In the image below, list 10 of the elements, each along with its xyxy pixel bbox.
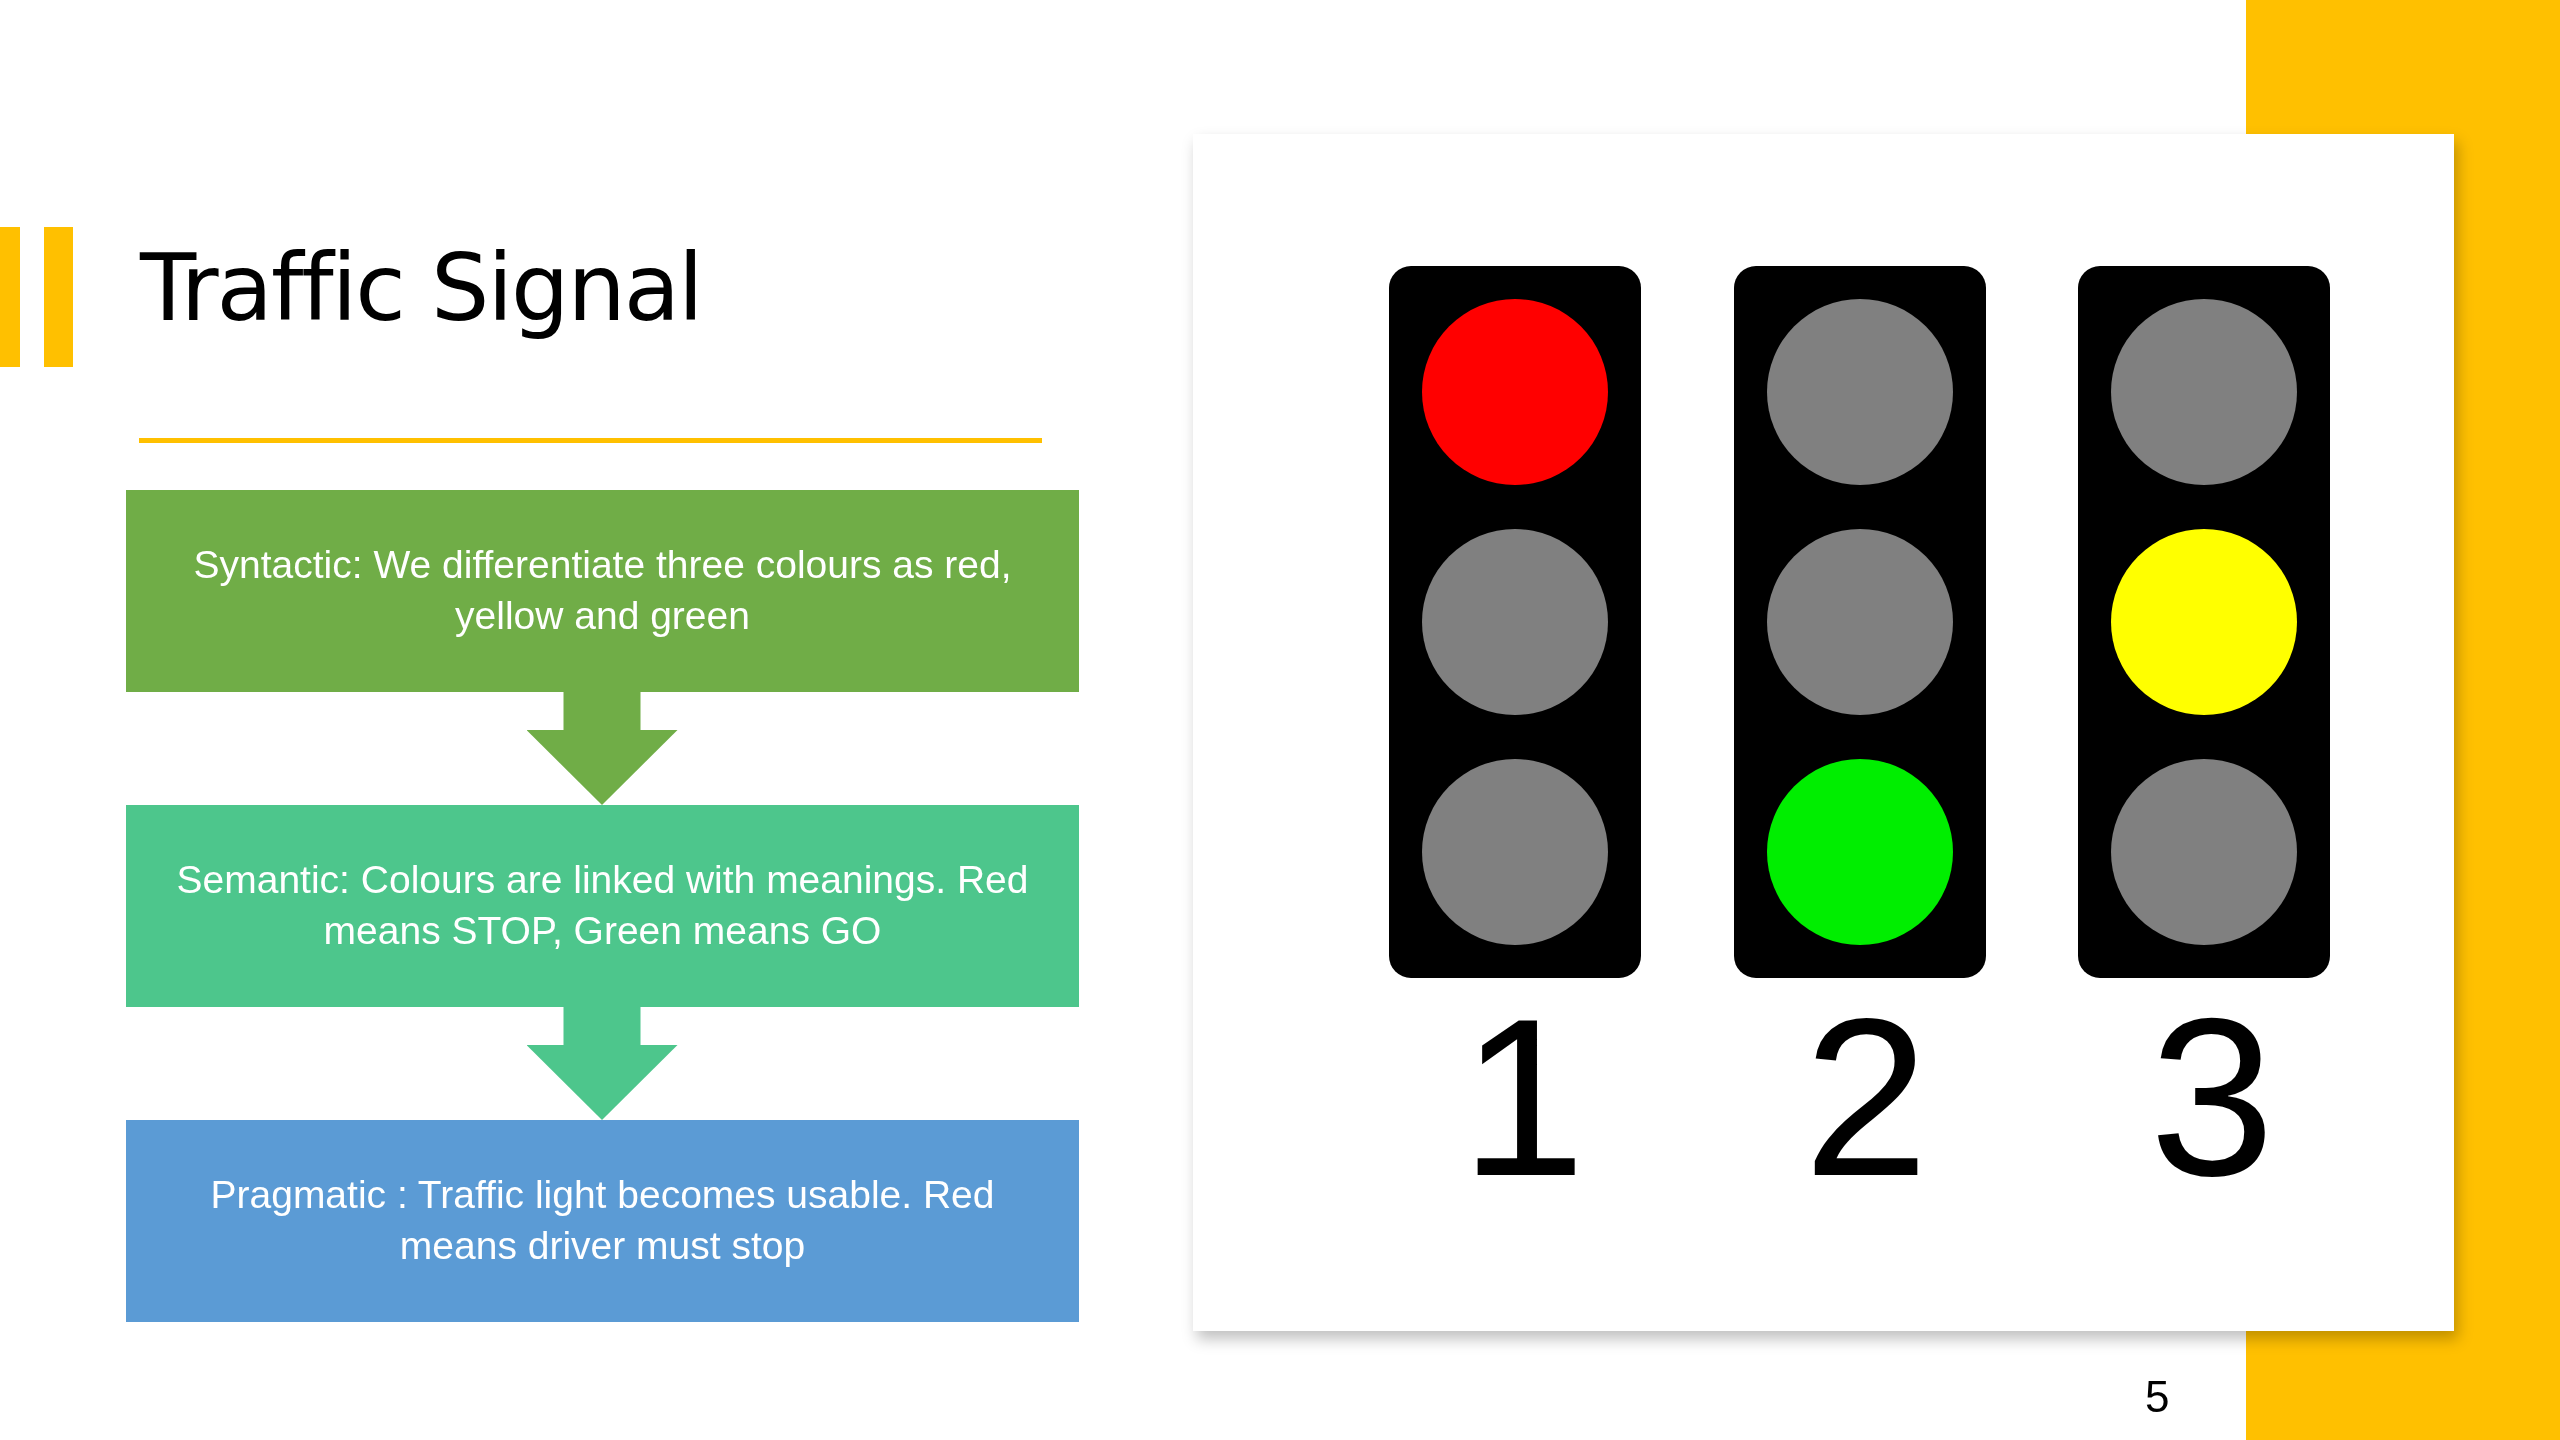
page-number: 5 [2145, 1372, 2170, 1422]
light-number: 1 [1460, 985, 1586, 1210]
process-box: Syntactic: We differentiate three colours as red, yellow and green [126, 490, 1079, 692]
title: Traffic Signal [140, 235, 702, 342]
light-number: 3 [2149, 985, 2275, 1210]
process-box: Pragmatic : Traffic light becomes usable. Red means driver must stop [126, 1120, 1079, 1322]
arrow [526, 692, 678, 805]
process-box: Semantic: Colours are linked with meanings. Red means STOP, Green means GO [126, 805, 1079, 1007]
light-number: 2 [1803, 985, 1929, 1210]
arrow [526, 1007, 678, 1120]
